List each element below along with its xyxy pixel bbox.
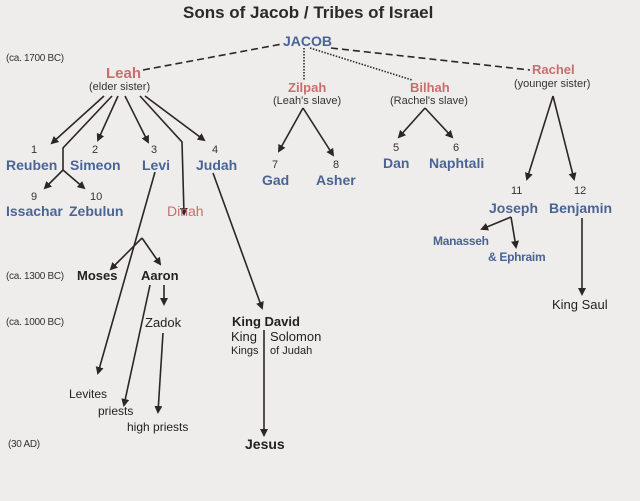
son-number-7: 7 <box>272 159 279 171</box>
solomon-label: Solomon <box>270 329 322 344</box>
rachel-name: Rachel <box>532 62 575 77</box>
son-gad: Gad <box>262 172 290 188</box>
son-simeon: Simeon <box>70 157 121 173</box>
era-label-1300bc: (ca. 1300 BC) <box>6 271 64 282</box>
son-joseph: Joseph <box>489 200 539 216</box>
era-label-1700bc: (ca. 1700 BC) <box>6 53 64 64</box>
son-number-2: 2 <box>92 144 99 156</box>
bilhah-name: Bilhah <box>410 80 450 95</box>
zilpah-note: (Leah's slave) <box>273 95 342 107</box>
son-judah: Judah <box>196 157 238 173</box>
moses-label: Moses <box>77 268 118 283</box>
leah-note: (elder sister) <box>89 81 151 93</box>
son-zebulun: Zebulun <box>69 203 124 219</box>
son-asher: Asher <box>316 172 356 188</box>
rachel-note: (younger sister) <box>514 78 591 90</box>
son-issachar: Issachar <box>6 203 63 219</box>
zilpah-name: Zilpah <box>288 80 327 95</box>
son-number-12: 12 <box>574 185 587 197</box>
priests-label: priests <box>98 404 134 418</box>
king-saul-label: King Saul <box>552 297 608 312</box>
son-number-4: 4 <box>212 144 219 156</box>
son-number-10: 10 <box>90 191 103 203</box>
levites-label: Levites <box>69 387 108 401</box>
aaron-label: Aaron <box>141 268 179 283</box>
era-label-30ad: (30 AD) <box>8 439 40 450</box>
leah-name: Leah <box>106 65 142 82</box>
king-david-label: King David <box>232 314 300 329</box>
son-dan: Dan <box>383 155 410 171</box>
joseph-son-manasseh: Manasseh <box>433 234 489 248</box>
son-number-6: 6 <box>453 142 460 154</box>
king-label: King <box>231 329 258 344</box>
era-label-1000bc: (ca. 1000 BC) <box>6 317 64 328</box>
bilhah-note: (Rachel's slave) <box>390 95 468 107</box>
daughter-dinah: Dinah <box>167 203 204 219</box>
high-priests-label: high priests <box>127 420 189 434</box>
son-number-1: 1 <box>31 144 38 156</box>
zadok-label: Zadok <box>145 315 182 330</box>
son-number-9: 9 <box>31 191 38 203</box>
jacob-label: JACOB <box>283 33 333 49</box>
son-naphtali: Naphtali <box>429 155 485 171</box>
son-number-11: 11 <box>511 185 523 197</box>
son-reuben: Reuben <box>6 157 58 173</box>
son-levi: Levi <box>142 157 171 173</box>
son-number-3: 3 <box>151 144 158 156</box>
kings-label: Kings <box>231 345 259 357</box>
son-benjamin: Benjamin <box>549 200 613 216</box>
joseph-son-ephraim: & Ephraim <box>488 250 546 264</box>
son-number-8: 8 <box>333 159 340 171</box>
jesus-label: Jesus <box>245 436 285 452</box>
diagram-title: Sons of Jacob / Tribes of Israel <box>183 3 434 22</box>
son-number-5: 5 <box>393 142 400 154</box>
of-judah-label: of Judah <box>270 345 313 357</box>
